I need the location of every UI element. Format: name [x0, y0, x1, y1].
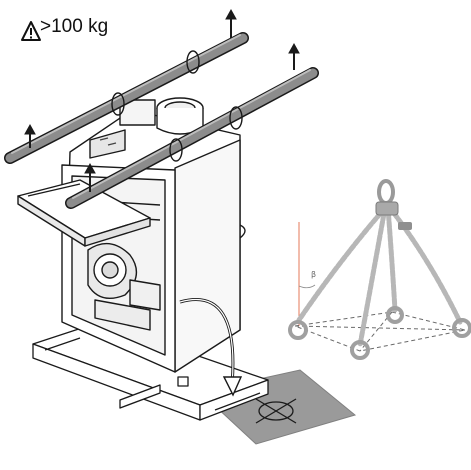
warning-triangle-icon — [21, 21, 41, 41]
lifting-bars — [4, 32, 319, 209]
lifting-sling-diagram — [288, 179, 471, 360]
weight-warning-text: >100 kg — [40, 16, 109, 37]
sling-angle-label: β — [311, 270, 317, 279]
pallet-base — [32, 321, 269, 421]
lifting-eyes — [111, 50, 243, 162]
placement-arrow — [179, 298, 243, 397]
front-tray — [17, 179, 151, 247]
lift-up-arrows — [24, 8, 300, 192]
